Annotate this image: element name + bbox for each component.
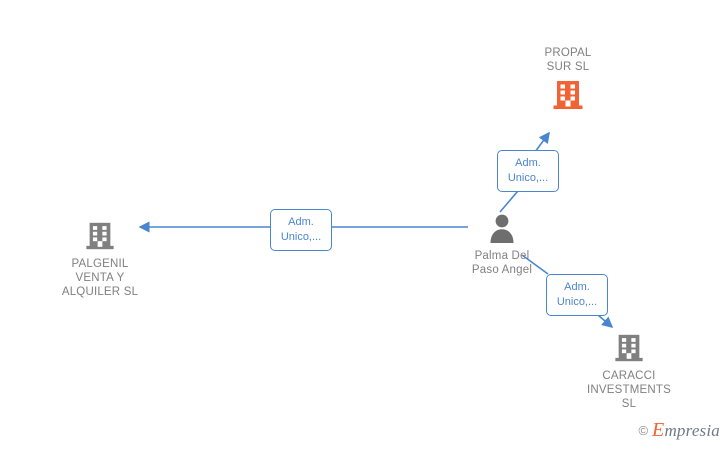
node-caracci-investments-sl[interactable]: CARACCI INVESTMENTS SL [559, 332, 699, 411]
edge-label-propal-sur-sl[interactable]: Adm. Unico,... [497, 150, 559, 192]
edge-label-caracci-investments-sl[interactable]: Adm. Unico,... [546, 274, 608, 316]
node-palgenil-venta-y-alquiler-sl[interactable]: PALGENIL VENTA Y ALQUILER SL [30, 220, 170, 299]
building-icon [553, 81, 583, 109]
node-label-palgenil-venta-y-alquiler-sl: PALGENIL VENTA Y ALQUILER SL [61, 258, 139, 298]
node-label-caracci-investments-sl: CARACCI INVESTMENTS SL [587, 370, 671, 410]
person-icon [490, 214, 514, 243]
brand-initial: E [652, 419, 665, 441]
building-icon [615, 334, 643, 362]
brand-rest: mpresia [664, 421, 720, 440]
empresia-watermark: © Empresia [638, 419, 720, 442]
node-palma-del-paso-angel[interactable]: Palma Del Paso Angel [432, 212, 572, 277]
node-label-propal-sur-sl: PROPAL SUR SL [544, 47, 592, 73]
edge-label-palgenil-venta-y-alquiler-sl[interactable]: Adm. Unico,... [270, 209, 332, 251]
node-propal-sur-sl[interactable]: PROPAL SUR SL [498, 46, 638, 112]
copyright-icon: © [638, 423, 649, 438]
building-icon [86, 222, 114, 250]
node-label-palma-del-paso-angel: Palma Del Paso Angel [471, 250, 533, 276]
brand-wordmark: Empresia [652, 419, 720, 442]
